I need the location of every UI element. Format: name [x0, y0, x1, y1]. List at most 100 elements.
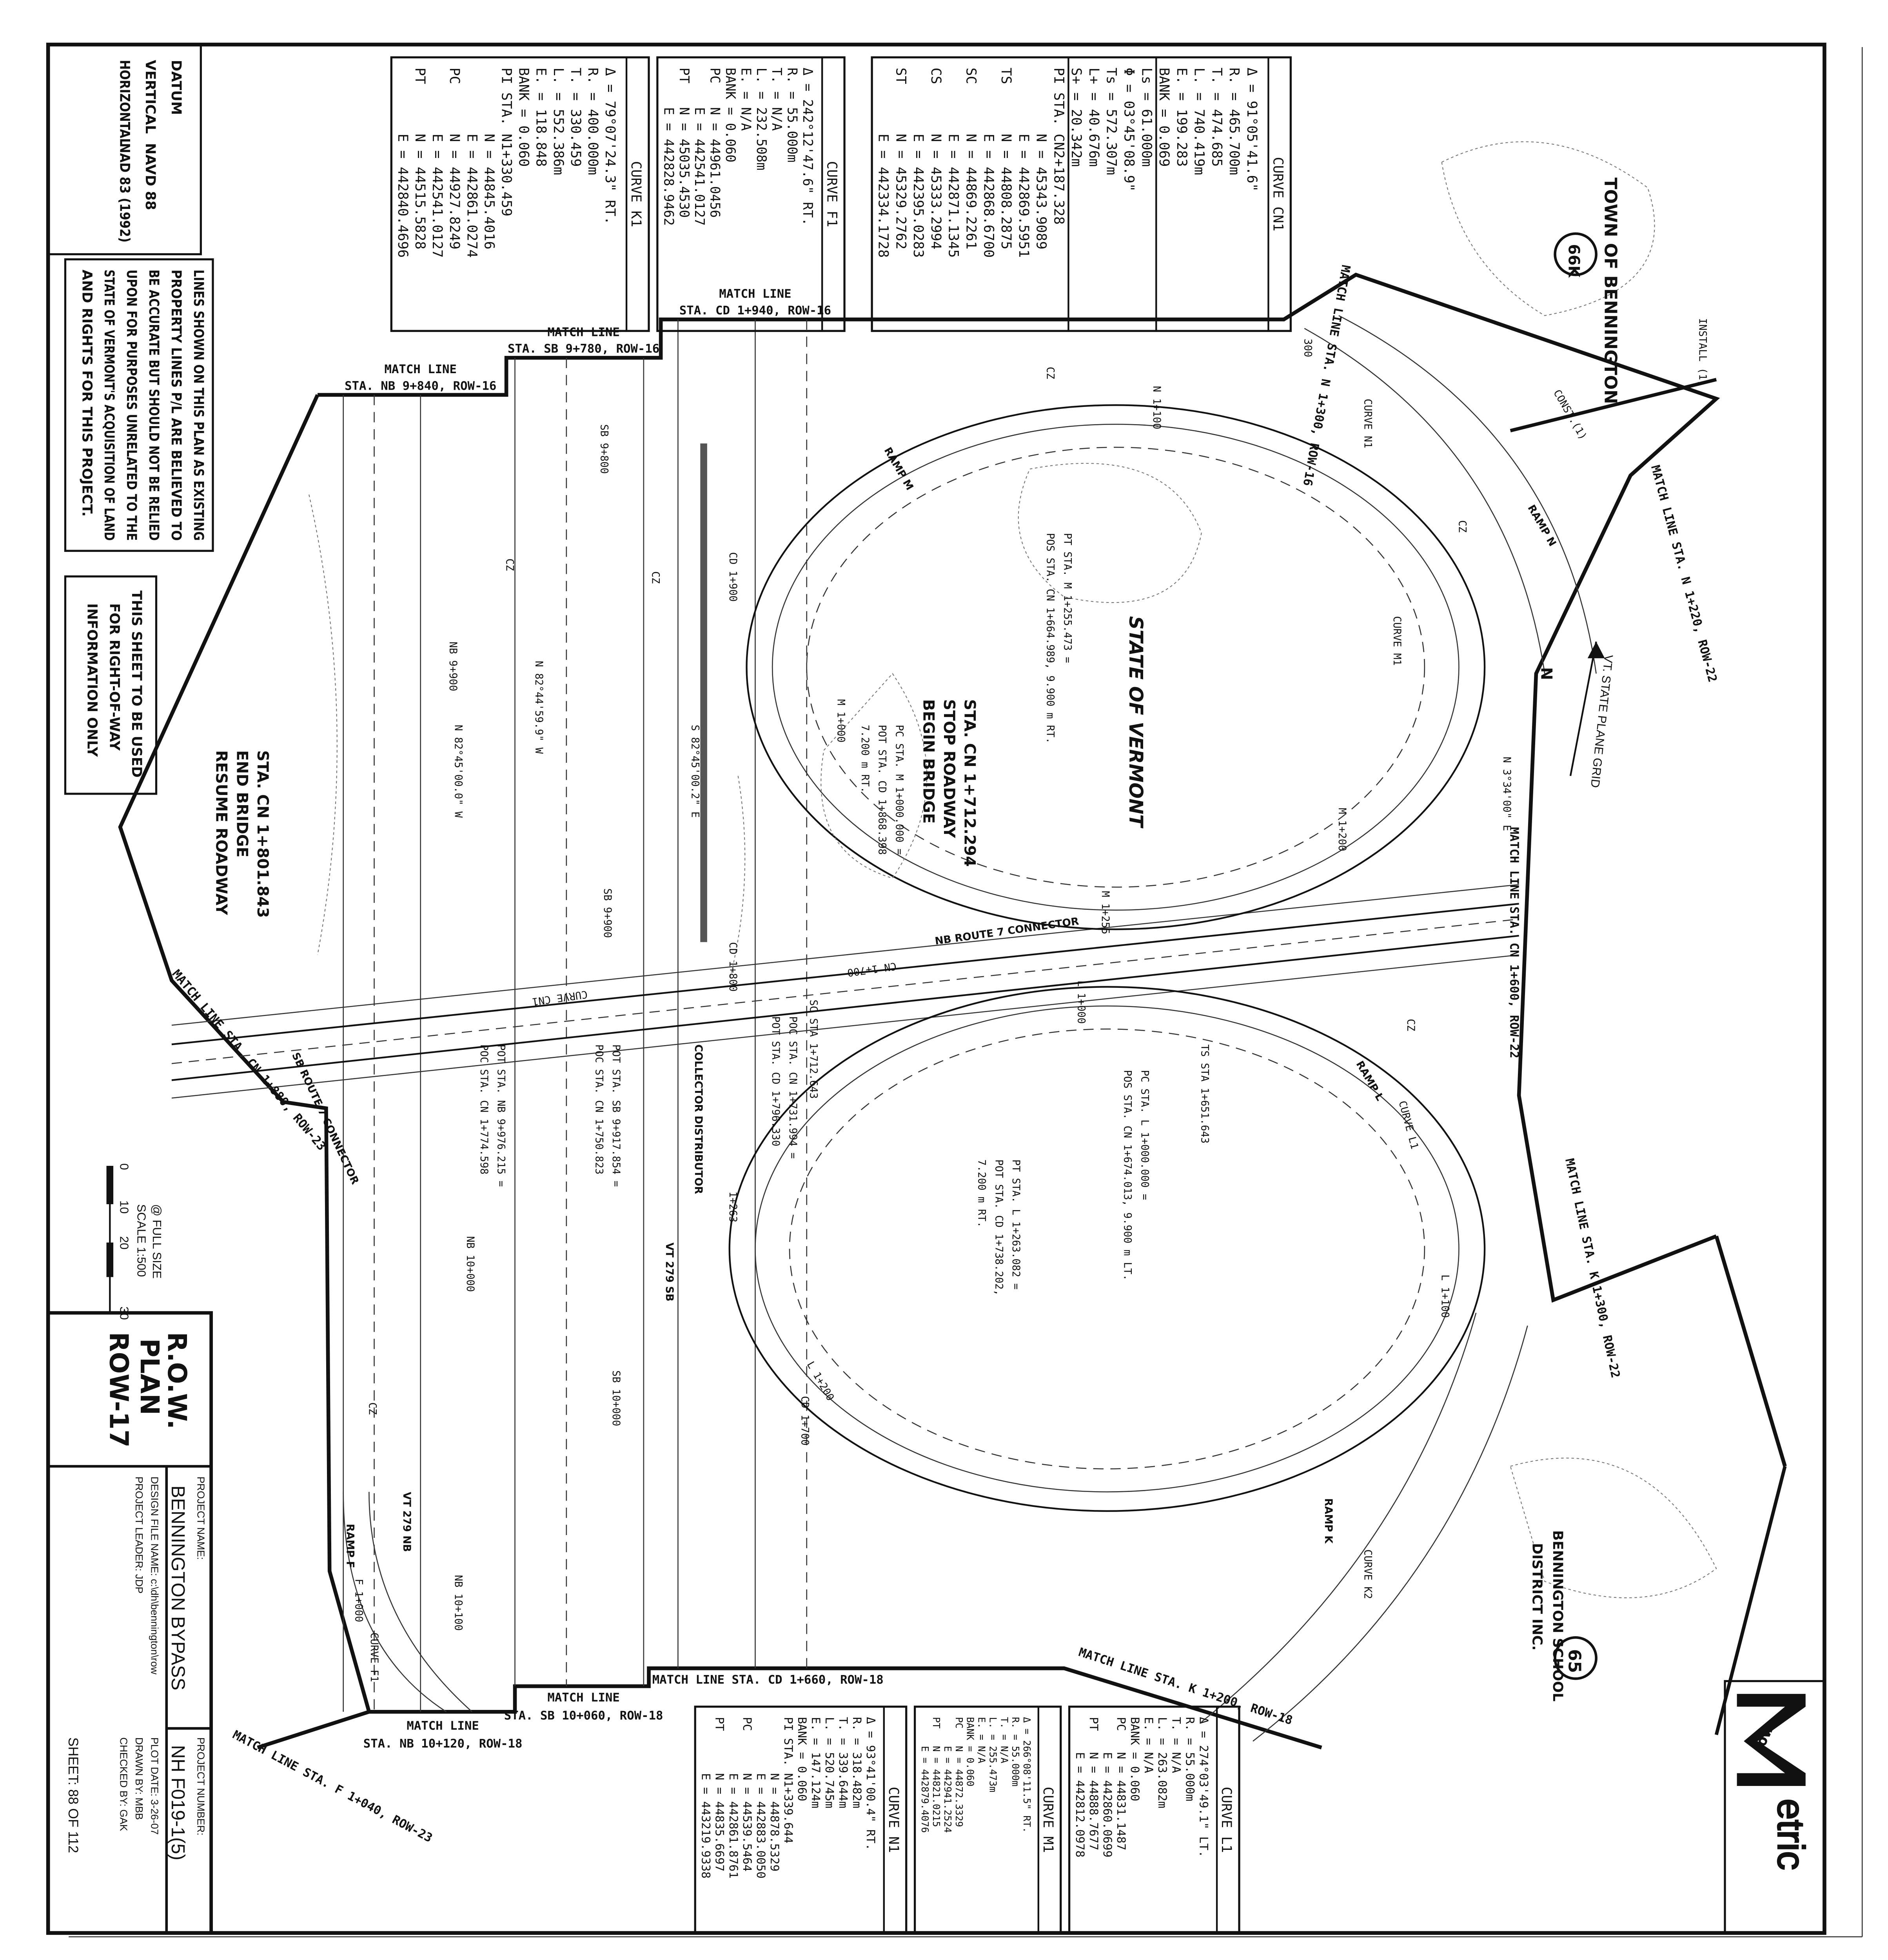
row-information-note: THIS SHEET TO BE USED FOR RIGHT-OF-WAY I… — [64, 575, 158, 795]
curve-table-row: BANK = 0.069 — [1156, 68, 1172, 167]
station-callout: POC STA. CN 1+774.598 — [478, 1044, 490, 1174]
curve-table-row: PI STA. N1+330.459 — [499, 68, 515, 216]
bearing-label: S 82°45'00.2" E — [689, 725, 701, 818]
curve-table-row: Ts = 572.307m — [1104, 68, 1120, 175]
curve-table-row: N = 45343.9089 — [1033, 68, 1049, 250]
vaot-m-mark — [1737, 1694, 1806, 1786]
match-line-label: MATCH LINE — [407, 1719, 479, 1733]
bearing-label: N 82°45'00.0" W — [452, 725, 464, 818]
curve-table-l1: CURVE L1Δ = 274°03'49.1" LT.R. = 55.000m… — [1068, 1706, 1240, 1934]
curve-table-row: E. = N/A — [738, 68, 753, 131]
curve-l1-label: CURVE L1 — [1396, 1100, 1420, 1151]
station-callout: POT STA. CD 1+868.398 — [876, 725, 888, 855]
clear-zone-label: CZ — [1044, 367, 1056, 379]
curve-table-row: PI STA. CN2+187.328 — [1051, 68, 1067, 225]
checked-by: CHECKED BY: GAK — [118, 1737, 130, 1831]
curve-table-row: E = 442812.0978 — [1073, 1717, 1087, 1857]
curve-table-row: ST N = 45329.2762 — [893, 68, 909, 250]
note-line: AND RIGHTS FOR THIS PROJECT. — [79, 270, 95, 517]
datum-horizontal-label: HORIZONTAL — [117, 60, 133, 146]
station-callout: POT STA. CD 1+738.202, — [993, 1160, 1004, 1296]
curve-table-row: Δ = 242°12'47.6" RT. — [800, 68, 815, 226]
project-number-label: PROJECT NUMBER: — [195, 1737, 207, 1835]
datum-title: DATUM — [168, 60, 184, 115]
station-label: N 1+100 — [1151, 386, 1162, 430]
curve-table-row: L. = 263.082m — [1155, 1717, 1169, 1808]
project-leader: PROJECT LEADER: JDP — [133, 1477, 145, 1594]
station-callout: POT STA. CD 1+796.330 — [770, 1016, 781, 1146]
ramp-l-loop — [728, 986, 1486, 1512]
curve-table-row: Δ = 79°07'24.3" RT. — [602, 68, 618, 225]
parcel-number: 66K — [1565, 244, 1583, 278]
station-label: L 1+000 — [1075, 980, 1087, 1024]
curve-table-m1: CURVE M1Δ = 266°08'11.5" RT.R. = 55.000m… — [913, 1706, 1062, 1934]
match-line-labels: MATCH LINE STA. CD 1+940, ROW-16 MATCH L… — [169, 264, 1719, 1845]
curve-table-row: PC N = 44961.0456 — [708, 68, 723, 218]
stop-roadway-label: STOP ROADWAY — [940, 699, 958, 838]
stop-roadway-station: STA. CN 1+712.294 — [961, 699, 979, 867]
datum-vertical-value: NAVD 88 — [142, 143, 158, 210]
curve-table-row: E. = N/A — [1142, 1717, 1155, 1773]
design-file-name: DESIGN FILE NAME: c:\dh\bennington\row — [149, 1477, 160, 1675]
plot-date: PLOT DATE: 3-26-07 — [149, 1737, 160, 1835]
end-bridge-station: STA. CN 1+801.843 — [254, 750, 272, 918]
datum-horizontal-value: NAD 83 (1992) — [117, 143, 133, 243]
curve-m1-label: CURVE M1 — [1391, 616, 1403, 666]
curve-table-title: CURVE L1 — [1218, 1787, 1234, 1853]
ramp-f-road — [343, 1492, 472, 1712]
end-bridge-label: END BRIDGE — [233, 750, 251, 857]
station-label: CD 1+900 — [727, 552, 739, 602]
vaot-metric-logo: VAOT etric — [1724, 1680, 1826, 1934]
ramp-m-label: RAMP M — [882, 445, 916, 492]
curve-table-row: L+ = 40.676m — [1086, 68, 1102, 167]
note-line: UPON FOR PURPOSES UNRELATED TO THE — [123, 270, 140, 541]
match-line-label: STA. NB 9+840, ROW-16 — [345, 379, 496, 393]
table-border — [913, 1706, 1062, 1934]
station-label: SB 9+900 — [601, 888, 613, 938]
clear-zone-label: CZ — [650, 571, 661, 584]
match-line-label: MATCH LINE STA. CD 1+660, ROW-18 — [652, 1673, 884, 1687]
curve-table-title: CURVE N1 — [886, 1787, 902, 1853]
north-label: N — [1538, 667, 1556, 680]
install-label: INSTALL (1) — [1696, 318, 1708, 387]
curve-table-row: Δ = 93°41'00.4" RT. — [864, 1717, 877, 1851]
station-label: M 1+255 — [1099, 891, 1111, 935]
curve-table-row: PC N = 44927.8249 — [447, 68, 463, 250]
curve-table-row: PI STA. N1+339.644 — [781, 1717, 795, 1844]
nb-route-7-connector-label: NB ROUTE 7 CONNECTOR — [934, 915, 1080, 947]
curve-table-k1: CURVE K1Δ = 79°07'24.3" RT.R. = 400.000m… — [390, 56, 650, 332]
station-callout: 7.200 m RT. — [859, 725, 871, 793]
ramp-n-road — [1304, 315, 1597, 674]
ramp-n-label: RAMP N — [1525, 503, 1558, 548]
curve-table-title: CURVE CN1 — [1270, 157, 1286, 231]
match-line-label: STA. SB 9+780, ROW-16 — [508, 342, 659, 356]
vt-279-nb-label: VT 279 NB — [401, 1492, 412, 1552]
station-label: M 1+200 — [1336, 808, 1348, 851]
curve-table-row: T. = N/A — [769, 68, 784, 131]
grid-label: VT. STATE PLANE GRID — [1588, 654, 1615, 789]
table-border — [694, 1706, 908, 1934]
ramp-l-label: RAMP L — [1354, 1059, 1386, 1103]
curve-table-row: PC N = 44831.1487 — [1114, 1717, 1128, 1851]
curve-table-row: R. = 465.700m — [1226, 68, 1242, 175]
curve-table-row: N = 44845.4016 — [481, 68, 497, 250]
scale-label: SCALE 1:500 — [134, 1204, 148, 1277]
curve-table-row: E = 442883.0050 — [754, 1717, 768, 1878]
scale-tick-label: 0 — [118, 1163, 131, 1170]
curve-table-row: R. = 400.000m — [585, 68, 601, 175]
curve-table-row: Δ = 91°05'41.6" — [1244, 68, 1260, 192]
clear-zone-label: CZ — [366, 1402, 378, 1415]
curve-table-row: E = 442541.0127 — [692, 68, 707, 226]
station-label: CD 1+800 — [727, 942, 739, 991]
road-edge-ramp-n — [1510, 377, 1717, 432]
station-label: NB 10+000 — [464, 1236, 476, 1292]
curve-table-row: PT N = 44888.7677 — [1087, 1717, 1100, 1851]
station-callout: POC STA. CN 1+750.823 — [593, 1044, 605, 1174]
curve-table-row: R. = 55.000m — [1183, 1717, 1196, 1801]
road-edge-k — [1714, 1466, 1787, 1735]
project-number: NH F019-1(5) — [167, 1745, 189, 1860]
sheet-title-line: ROW-17 — [103, 1332, 133, 1447]
begin-bridge-label: BEGIN BRIDGE — [919, 699, 937, 824]
station-callout: SC STA 1+712.643 — [808, 1000, 819, 1099]
